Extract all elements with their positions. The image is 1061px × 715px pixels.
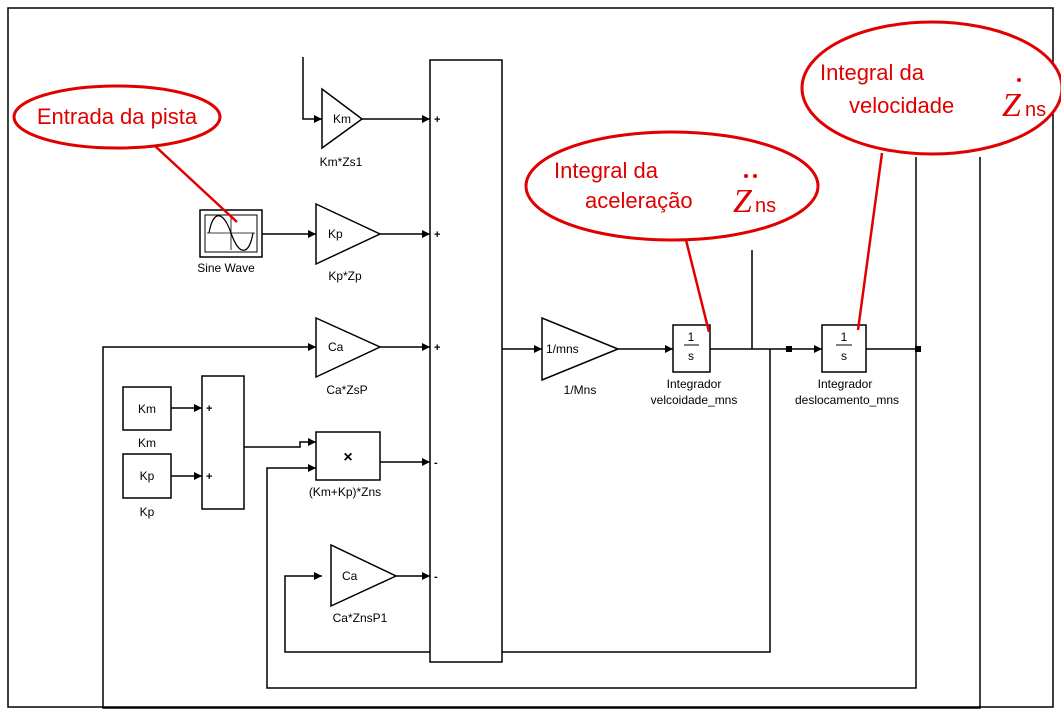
gain-ca-inner: Ca (328, 340, 344, 354)
sum-sign-4: - (434, 457, 438, 469)
integrator-desl-label-2: deslocamento_mns (795, 393, 899, 407)
callout-vel-line1: Integral da (820, 60, 925, 85)
constant-kp-inner: Kp (140, 469, 155, 483)
constant-km[interactable]: Km Km (122, 386, 172, 450)
callout-vel-line2: velocidade (849, 93, 954, 118)
sine-wave-icon (208, 215, 254, 251)
junction-dot (915, 346, 921, 352)
gain-km[interactable]: Km Km*Zs1 (320, 87, 364, 169)
integrator-vel-label-2: velcoidade_mns (651, 393, 738, 407)
gain-1-mns[interactable]: 1/mns 1/Mns (541, 316, 620, 397)
product-label: (Km+Kp)*Zns (309, 485, 381, 499)
constant-km-inner: Km (138, 402, 156, 416)
callout-vel-sub: ns (1025, 99, 1046, 121)
gain-kp-label: Kp*Zp (328, 269, 362, 283)
integrator-desl-den: s (841, 349, 847, 363)
gain-kp-inner: Kp (328, 227, 343, 241)
constant-kp-label: Kp (140, 505, 155, 519)
product-block[interactable]: × (Km+Kp)*Zns (309, 431, 381, 499)
callout-road-text: Entrada da pista (37, 104, 198, 129)
callout-accel-line2: aceleração (585, 188, 693, 213)
small-sum-sign-1: + (206, 403, 212, 415)
gain-km-inner: Km (333, 112, 351, 126)
integrator-desl-num: 1 (841, 330, 848, 344)
main-sum-block[interactable]: + + + - - (429, 59, 503, 663)
small-sum-block[interactable]: + + (201, 375, 245, 510)
gain-ca-zns-label: Ca*ZnsP1 (333, 611, 388, 625)
callout-accel-integral: Integral da aceleração Z ns (524, 130, 820, 333)
gain-ca[interactable]: Ca Ca*ZsP (315, 316, 382, 397)
double-dot-icon (744, 174, 748, 178)
integrator-vel-label-1: Integrador (667, 377, 722, 391)
callout-accel-sub: ns (755, 195, 776, 217)
signal-lines (102, 57, 981, 709)
callout-vel-integral: Integral da velocidade Z ns (800, 20, 1061, 331)
sum-sign-1: + (434, 114, 440, 126)
constant-km-label: Km (138, 436, 156, 450)
gain-ca-zns-inner: Ca (342, 569, 358, 583)
constant-kp[interactable]: Kp Kp (122, 453, 172, 519)
integrator-vel-num: 1 (688, 330, 695, 344)
diagram-frame (7, 7, 1054, 708)
sine-wave-label: Sine Wave (197, 261, 255, 275)
gain-ca-zns[interactable]: Ca Ca*ZnsP1 (330, 543, 398, 625)
integrator-vel-den: s (688, 349, 694, 363)
junction-dot (786, 346, 792, 352)
sum-sign-2: + (434, 229, 440, 241)
integrator-velocidade[interactable]: 1 s Integrador velcoidade_mns (651, 324, 738, 407)
sine-wave-block[interactable]: Sine Wave (197, 209, 263, 275)
single-dot-icon (1017, 78, 1021, 82)
integrator-desl-label-1: Integrador (818, 377, 873, 391)
gain-kp[interactable]: Kp Kp*Zp (315, 202, 382, 283)
gain-1-mns-inner: 1/mns (546, 342, 579, 356)
sum-sign-5: - (434, 571, 438, 583)
callout-road-input: Entrada da pista (12, 84, 238, 223)
gain-km-label: Km*Zs1 (320, 155, 363, 169)
callout-accel-symbol: Z (733, 183, 753, 220)
sum-sign-3: + (434, 342, 440, 354)
callout-accel-line1: Integral da (554, 158, 659, 183)
callout-vel-symbol: Z (1002, 87, 1022, 124)
integrator-deslocamento[interactable]: 1 s Integrador deslocamento_mns (795, 324, 899, 407)
multiply-icon: × (343, 449, 352, 466)
gain-1-mns-label: 1/Mns (564, 383, 597, 397)
double-dot-icon-2 (753, 174, 757, 178)
small-sum-sign-2: + (206, 471, 212, 483)
gain-ca-label: Ca*ZsP (326, 383, 367, 397)
